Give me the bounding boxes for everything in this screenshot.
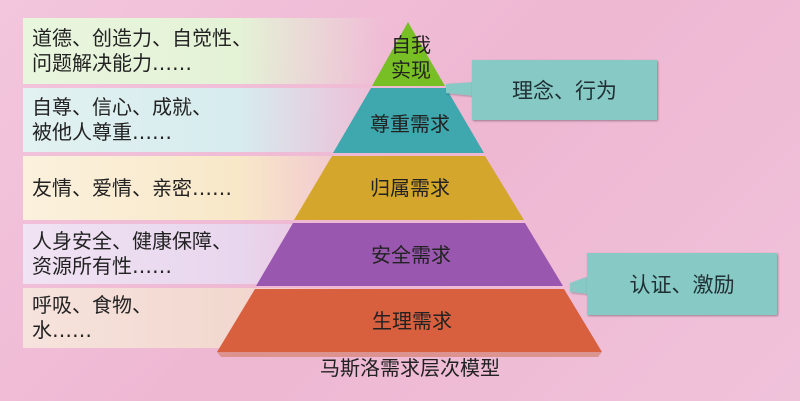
description-line: 自尊、信心、成就、: [32, 95, 212, 119]
tier-esteem: [333, 88, 484, 153]
tier-label-line: 自我: [391, 33, 431, 57]
callout-concept-behavior: 理念、行为: [472, 60, 657, 120]
tier-belonging: [294, 156, 524, 220]
tier-safety: [256, 223, 563, 286]
tier-label-self-actualization: 自我 实现: [341, 33, 481, 83]
description-line: 呼吸、食物、: [32, 293, 152, 317]
description-line: 水……: [32, 318, 92, 342]
description-line: 道德、创造力、自觉性、: [32, 26, 252, 50]
tier-label-line: 实现: [391, 58, 431, 82]
description-line: 友情、爱情、亲密……: [32, 175, 232, 200]
connector-arrow-top: [446, 82, 474, 96]
description-line: 资源所有性……: [32, 254, 172, 278]
tier-physiological: [217, 289, 602, 352]
tier-label-belonging: 归属需求: [370, 176, 450, 200]
description-band-esteem: 自尊、信心、成就、 被他人尊重……: [23, 88, 383, 152]
pyramid-base: [217, 352, 602, 357]
tier-label-physiological: 生理需求: [372, 309, 452, 333]
description-band-self-actualization: 道德、创造力、自觉性、 问题解决能力……: [23, 18, 383, 84]
tier-label-safety: 安全需求: [371, 243, 451, 267]
description-line: 问题解决能力……: [32, 51, 192, 75]
description-line: 人身安全、健康保障、: [32, 229, 232, 253]
description-line: 被他人尊重……: [32, 120, 172, 144]
tier-self-actualization: [372, 22, 445, 86]
connector-arrow-bottom: [570, 276, 589, 294]
tier-label-esteem: 尊重需求: [370, 112, 450, 136]
diagram-caption: 马斯洛需求层次模型: [320, 356, 500, 380]
callout-certification-incentive: 认证、激励: [587, 253, 777, 315]
